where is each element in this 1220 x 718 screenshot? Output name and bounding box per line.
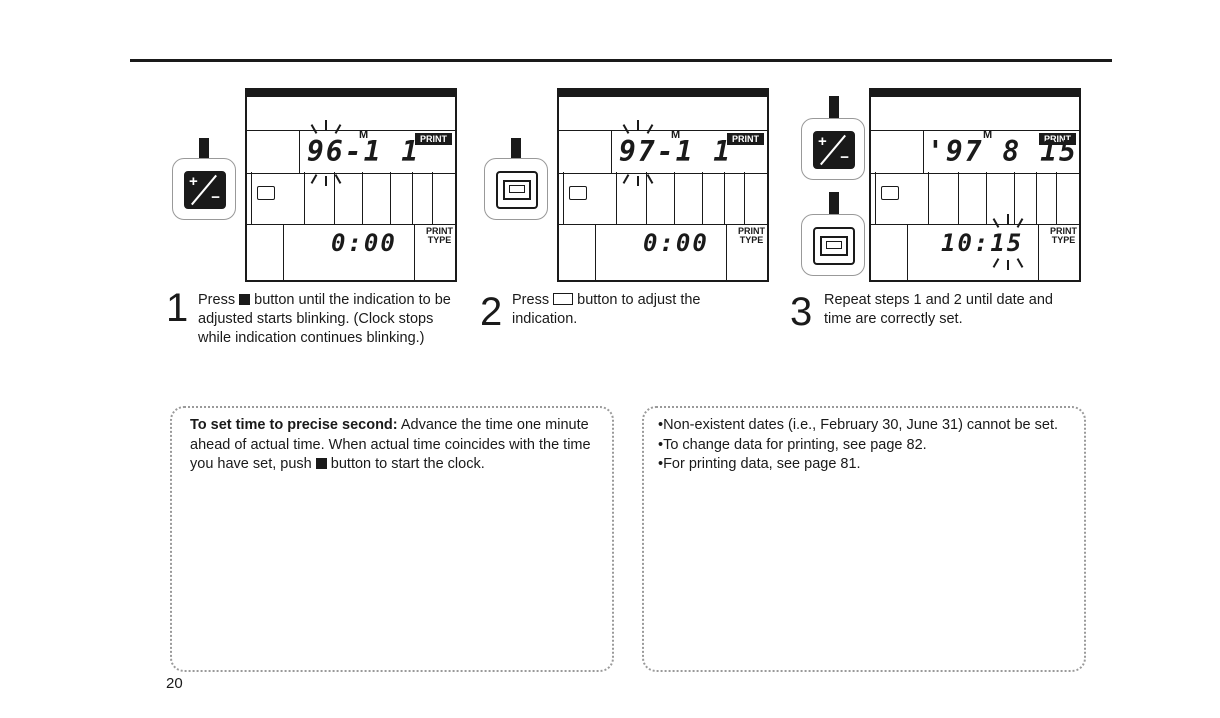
step-3-text: Repeat steps 1 and 2 until date and time… (824, 292, 1053, 327)
m-indicator: M (983, 129, 993, 141)
plus-minus-button-illustration: +− (801, 118, 865, 180)
plus-minus-icon (315, 458, 327, 469)
m-indicator: M (359, 129, 369, 141)
list-item: For printing data, see page 81. (658, 455, 1068, 475)
m-indicator: M (671, 129, 681, 141)
step-3-number: 3 (790, 290, 813, 334)
blink-mark (1007, 260, 1009, 270)
precise-second-note: To set time to precise second: Advance t… (170, 406, 614, 672)
step-1-number: 1 (166, 286, 189, 330)
step-2-number: 2 (480, 290, 503, 334)
time-readout: 10:15 (941, 229, 1024, 257)
date-readout: 96-1 1 (307, 135, 421, 168)
data-imprint-icon (496, 171, 538, 209)
print-badge: PRINT (727, 133, 764, 145)
date-readout: '97 8 15 (927, 135, 1078, 168)
data-imprint-button-illustration (801, 214, 865, 276)
time-readout: 0:00 (331, 229, 397, 257)
header-rule (130, 59, 1112, 62)
page-number: 20 (166, 675, 183, 692)
notes-list: Non-existent dates (i.e., February 30, J… (644, 408, 1084, 475)
data-imprint-icon (813, 227, 855, 265)
frame-indicator-icon (881, 186, 899, 200)
blink-mark (1007, 214, 1009, 224)
blink-mark (325, 120, 327, 130)
list-item: To change data for printing, see page 82… (658, 436, 1068, 456)
plus-minus-button-illustration: +− (172, 158, 236, 220)
data-imprint-button-illustration (484, 158, 548, 220)
frame-indicator-icon (257, 186, 275, 200)
dates-info-note: Non-existent dates (i.e., February 30, J… (642, 406, 1086, 672)
plus-minus-icon (239, 294, 251, 305)
note-lead: To set time to precise second: (190, 417, 398, 433)
print-badge: PRINT (1039, 133, 1076, 145)
blink-mark (637, 120, 639, 130)
blink-mark (325, 176, 327, 186)
plus-minus-icon: +− (813, 131, 855, 169)
data-imprint-icon (553, 293, 574, 305)
time-readout: 0:00 (643, 229, 709, 257)
blink-mark (637, 176, 639, 186)
frame-indicator-icon (569, 186, 587, 200)
step-1-text: Press button until the indication to be … (198, 292, 451, 346)
step-2-text: Press button to adjust the indication. (512, 292, 701, 327)
list-item: Non-existent dates (i.e., February 30, J… (658, 416, 1068, 436)
plus-minus-icon: +− (184, 171, 226, 209)
date-readout: 97-1 1 (619, 135, 733, 168)
print-badge: PRINT (415, 133, 452, 145)
